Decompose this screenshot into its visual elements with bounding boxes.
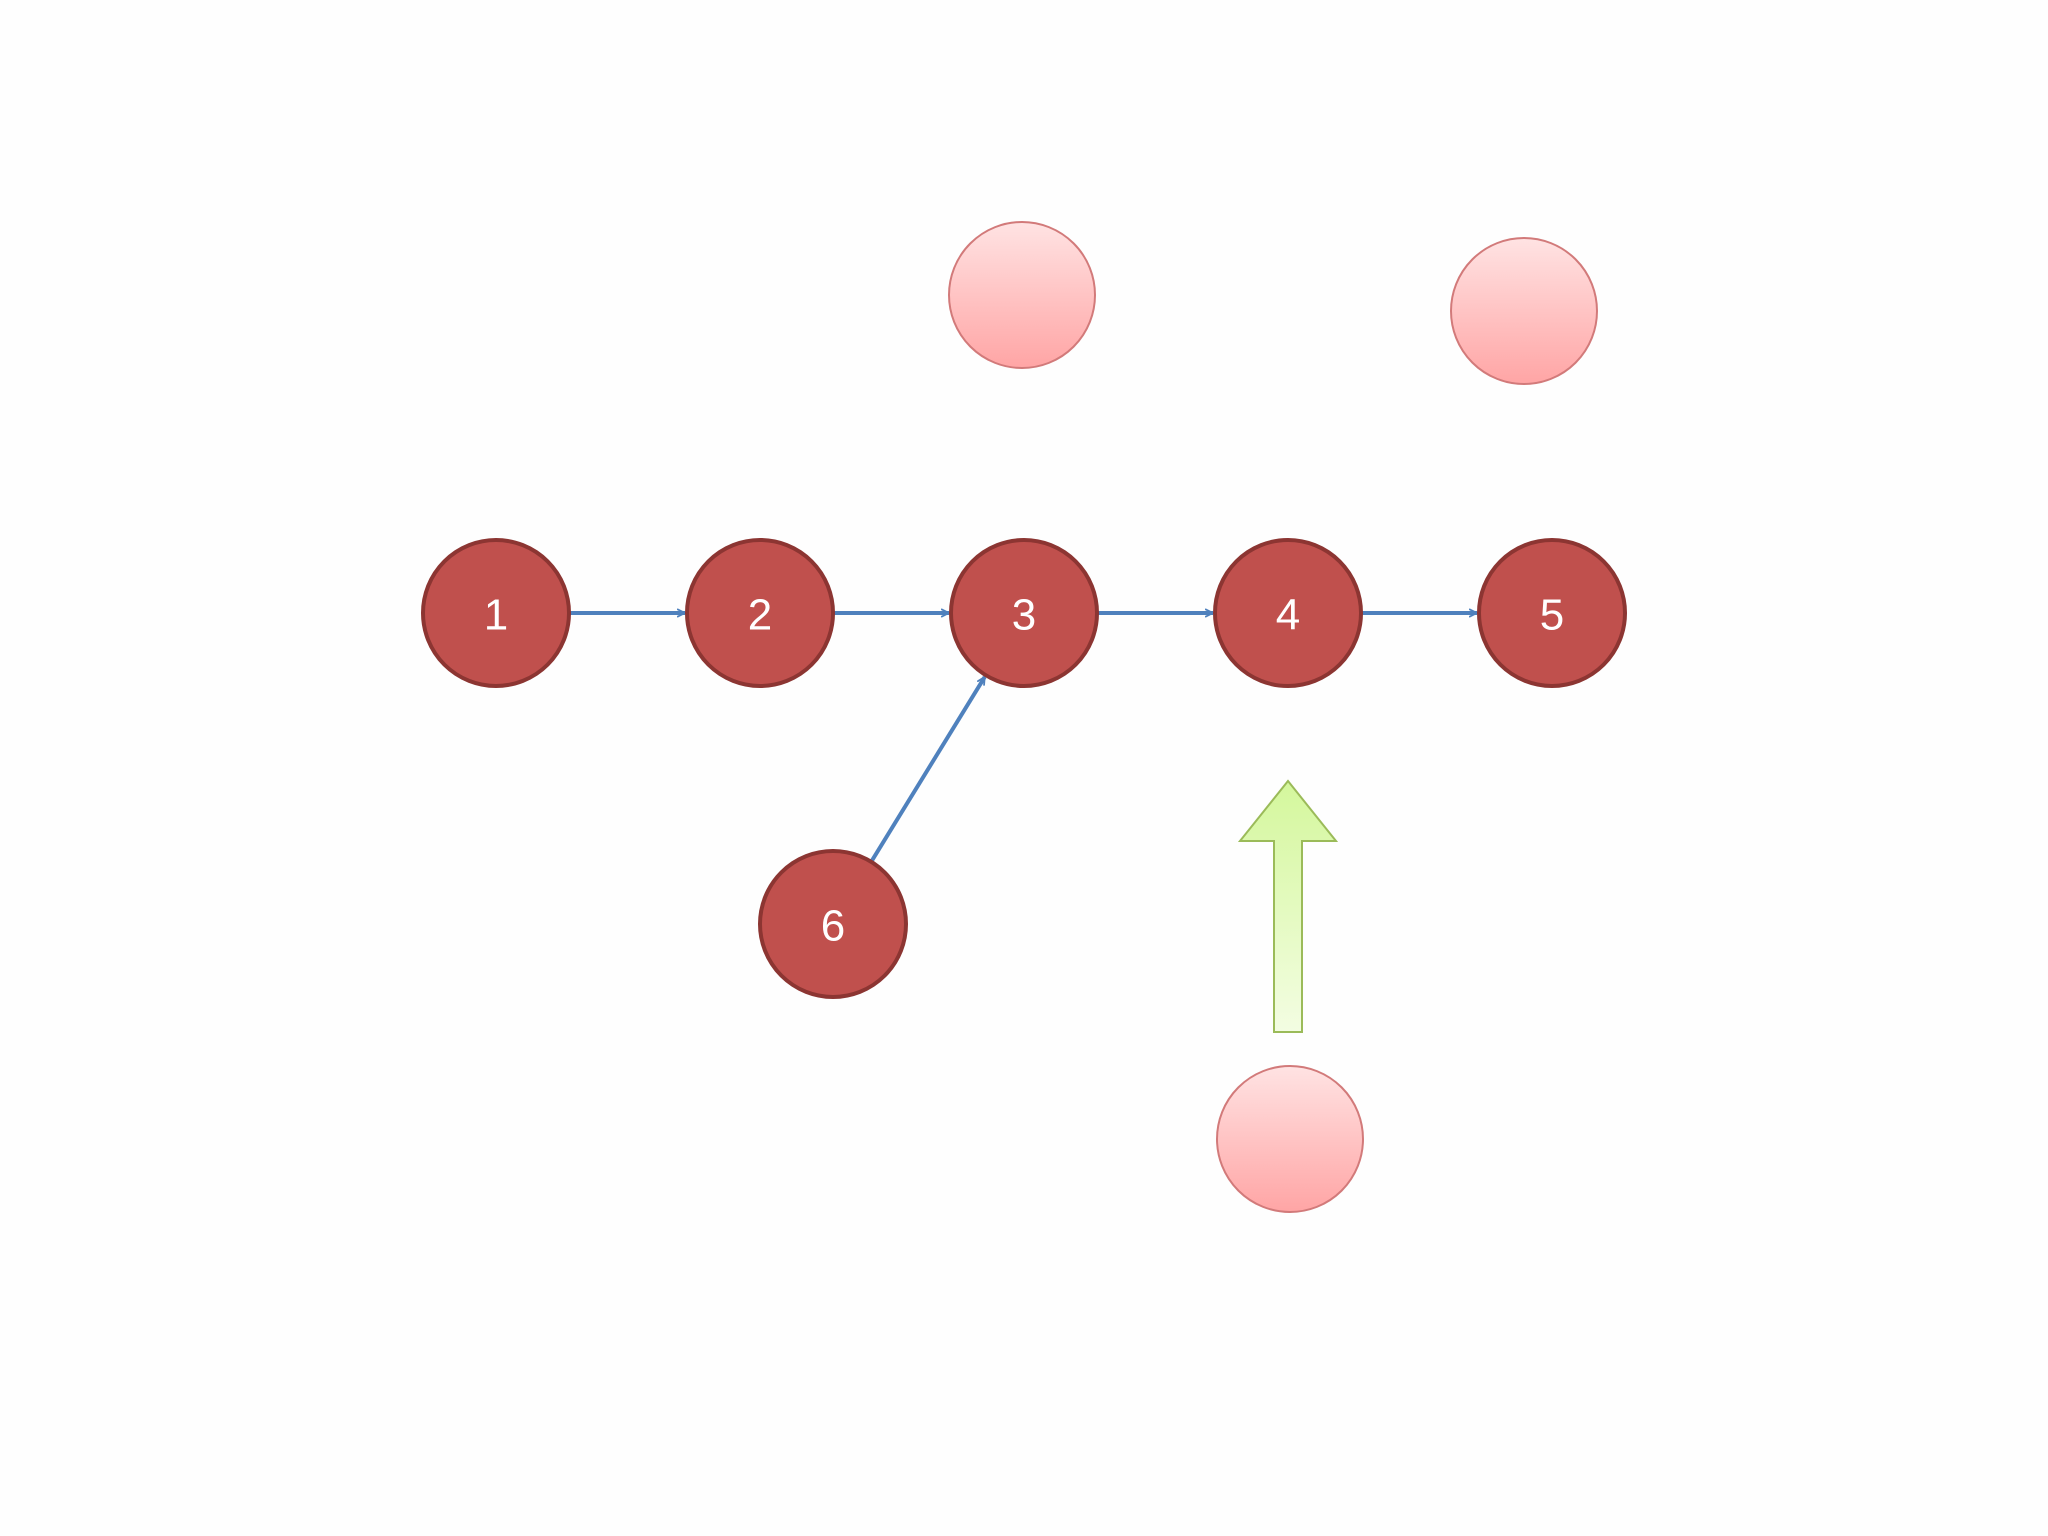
node-6: 6 — [758, 849, 908, 999]
node-circle — [948, 221, 1096, 369]
node-circle — [685, 538, 835, 688]
node-circle — [421, 538, 571, 688]
edge-n6-to-n3 — [869, 675, 987, 863]
node-2: 2 — [685, 538, 835, 688]
node-5: 5 — [1477, 538, 1627, 688]
node-3: 3 — [949, 538, 1099, 688]
node-circle — [949, 538, 1099, 688]
node-4: 4 — [1213, 538, 1363, 688]
faded-node-g1 — [948, 221, 1096, 369]
node-circle — [758, 849, 908, 999]
node-label: 1 — [484, 591, 508, 640]
node-circle — [1216, 1065, 1364, 1213]
faded-node-g2 — [1450, 237, 1598, 385]
node-circle — [1477, 538, 1627, 688]
node-circle — [1213, 538, 1363, 688]
node-circle — [1450, 237, 1598, 385]
edges-layer — [569, 608, 1478, 863]
pointer-layer — [1237, 779, 1339, 1033]
node-label: 6 — [821, 902, 845, 951]
node-label: 4 — [1276, 591, 1300, 640]
node-1: 1 — [421, 538, 571, 688]
node-label: 5 — [1540, 591, 1564, 640]
faded-node-g3 — [1216, 1065, 1364, 1213]
node-label: 3 — [1012, 591, 1036, 640]
pointer-arrow-up — [1237, 779, 1339, 1033]
nodes-layer: 1 2 3 4 5 6 — [421, 221, 1627, 1213]
node-label: 2 — [748, 591, 772, 640]
